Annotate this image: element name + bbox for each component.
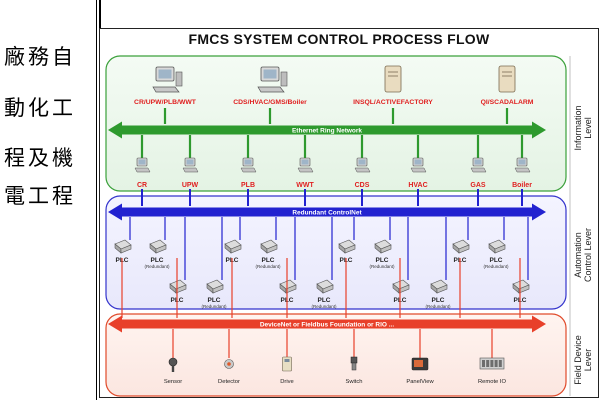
station-label-wwt: WWT (296, 182, 314, 189)
workstation-icon (470, 157, 487, 173)
server-label-3: INSQL/ACTIVEFACTORY (353, 99, 433, 106)
information-level-box (105, 55, 567, 192)
server-label-4: QI/SCADALARM (481, 99, 534, 106)
redundant-controlnet (108, 203, 546, 221)
server-label-1: CR/UPW/PLB/WWT (134, 99, 197, 106)
plc-redundant-icon (260, 239, 278, 254)
remote-io-icon (479, 357, 505, 370)
plc-label: PLC (262, 257, 275, 264)
station-label-cds: CDS (355, 182, 370, 189)
device-label-6: Remote IO (478, 379, 507, 385)
side-title-line-2: 動化工 (4, 96, 76, 120)
side-title: 廠務自 動化工 程及機 電工程 (0, 0, 97, 400)
sensor-icon (168, 357, 178, 372)
station-label-gas: GAS (470, 182, 486, 189)
plc-redundant-icon (430, 279, 448, 294)
workstation-icon (297, 157, 314, 173)
device-label-5: PanelView (406, 379, 434, 385)
plc-redundant-label: (Redundant) (369, 264, 395, 269)
station-label-cr: CR (137, 182, 147, 189)
workstation-icon (354, 157, 371, 173)
detector-icon (224, 359, 234, 369)
server-label-2: CDS/HVAC/GMS/Boiler (233, 99, 307, 106)
plc-label: PLC (490, 257, 503, 264)
plc-icon (512, 279, 530, 294)
automation-level-label-line2: Control Lever (583, 227, 593, 283)
plc-redundant-label: (Redundant) (144, 264, 170, 269)
redundant-controlnet-label: Redundant ControlNet (292, 210, 362, 217)
field-level-label: Field Device Lever (573, 325, 593, 395)
devicenet-fieldbus-label: DeviceNet or Fieldbus Foundation or RIO … (260, 322, 395, 329)
switch-icon (350, 356, 358, 371)
workstation-icon (134, 157, 151, 173)
plc-redundant-icon (374, 239, 392, 254)
information-level-label-line1: Information (573, 105, 583, 151)
station-label-upw: UPW (182, 182, 199, 189)
device-label-2: Detector (218, 379, 240, 385)
drive-icon (282, 356, 292, 372)
plc-redundant-label: (Redundant) (255, 264, 281, 269)
workstation-icon (257, 66, 288, 93)
workstation-icon (240, 157, 257, 173)
workstation-icon (182, 157, 199, 173)
side-title-line-1: 廠務自 (4, 45, 76, 69)
plc-label: PLC (208, 297, 221, 304)
plc-label: PLC (432, 297, 445, 304)
station-label-plb: PLB (241, 182, 255, 189)
station-label-boiler: Boiler (512, 182, 532, 189)
workstation-icon (152, 66, 183, 93)
device-label-4: Switch (345, 379, 362, 385)
automation-level-box (105, 195, 567, 310)
plc-redundant-icon (206, 279, 224, 294)
ethernet-ring-network-label: Ethernet Ring Network (292, 128, 362, 135)
plc-label: PLC (318, 297, 331, 304)
plc-icon (169, 279, 187, 294)
field-level-label-line1: Field Device (573, 335, 583, 385)
plc-redundant-icon (488, 239, 506, 254)
automation-level-label: Automation Control Lever (573, 215, 593, 295)
panelview-icon (411, 357, 429, 371)
diagram-title: FMCS SYSTEM CONTROL PROCESS FLOW (188, 31, 490, 47)
information-level-label-line2: Level (583, 117, 593, 139)
side-title-line-3: 程及機 (4, 146, 76, 170)
plc-redundant-label: (Redundant) (311, 304, 337, 309)
automation-level-label-line1: Automation (573, 232, 583, 278)
plc-label: PLC (151, 257, 164, 264)
devicenet-fieldbus (108, 315, 546, 333)
workstation-icon (514, 157, 531, 173)
information-level-label: Information Level (573, 93, 593, 163)
plc-redundant-icon (149, 239, 167, 254)
field-level-box (105, 313, 567, 397)
station-label-hvac: HVAC (408, 182, 427, 189)
plc-icon (452, 239, 470, 254)
plc-redundant-label: (Redundant) (483, 264, 509, 269)
ethernet-ring-network (108, 121, 546, 139)
plc-redundant-label: (Redundant) (425, 304, 451, 309)
field-level-label-line2: Lever (583, 348, 593, 372)
side-title-line-4: 電工程 (4, 184, 76, 208)
workstation-icon (410, 157, 427, 173)
plc-redundant-icon (316, 279, 334, 294)
server-icon (384, 65, 402, 93)
device-label-1: Sensor (164, 379, 182, 385)
plc-icon (114, 239, 132, 254)
plc-icon (224, 239, 242, 254)
plc-icon (338, 239, 356, 254)
plc-label: PLC (376, 257, 389, 264)
frame-rule (99, 0, 101, 28)
plc-redundant-label: (Redundant) (201, 304, 227, 309)
device-label-3: Drive (280, 379, 294, 385)
server-icon (498, 65, 516, 93)
